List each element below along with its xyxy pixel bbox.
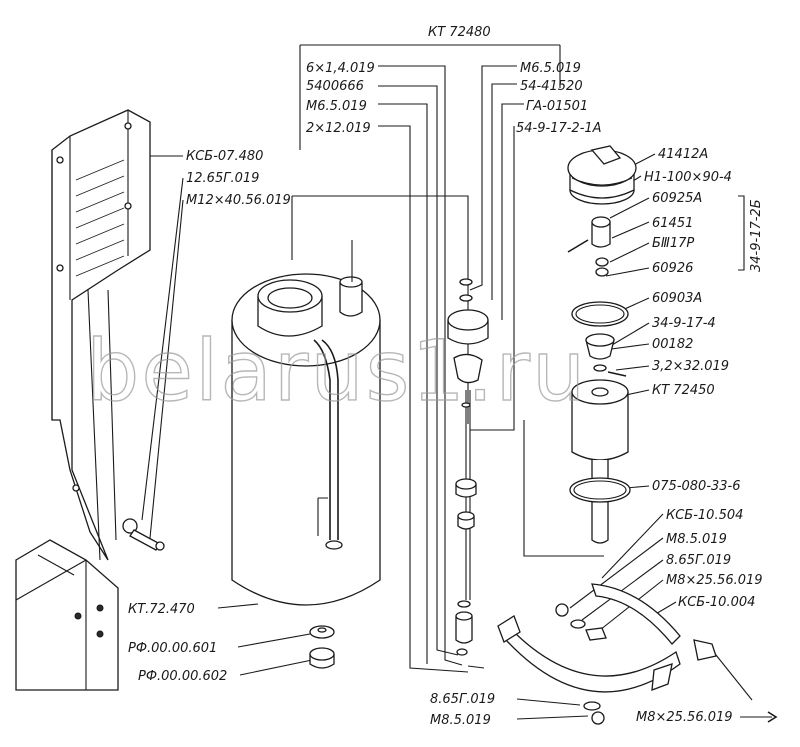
cap-parts bbox=[567, 216, 611, 277]
label-left1: КСБ-07.480 bbox=[186, 149, 263, 164]
bolt-m12 bbox=[122, 518, 165, 551]
label-r7: 60903А bbox=[652, 291, 702, 306]
tank-washers bbox=[309, 625, 335, 669]
label-group-left-3: М6.5.019 bbox=[306, 99, 367, 114]
filler-cap bbox=[567, 145, 637, 205]
label-left2: 12.65Г.019 bbox=[186, 171, 259, 186]
label-r12: 075-080-33-6 bbox=[652, 479, 741, 494]
label-group-left-2: 5400666 bbox=[306, 79, 364, 94]
group-bracket bbox=[738, 195, 745, 271]
label-group-mid-1: М6.5.019 bbox=[520, 61, 581, 76]
fuel-tank bbox=[231, 240, 381, 606]
label-tank: КТ.72.470 bbox=[128, 602, 195, 617]
strainer bbox=[571, 379, 629, 544]
label-bottom3: М8×25.56.019 bbox=[636, 710, 733, 725]
group-left-leaders bbox=[378, 65, 469, 673]
label-clamp5: КСБ-10.004 bbox=[678, 595, 755, 610]
label-r3: 60925А bbox=[652, 191, 702, 206]
label-group-mid-3: ГА-01501 bbox=[526, 99, 588, 114]
label-clamp4: М8×25.56.019 bbox=[666, 573, 763, 588]
label-group-left-1: 6×1,4.019 bbox=[306, 61, 375, 76]
label-r5: БⅢ17Р bbox=[652, 236, 694, 251]
label-r1: 41412А bbox=[658, 147, 708, 162]
label-r10: 3,2×32.019 bbox=[652, 359, 729, 374]
watermark-text: belarus1.ru bbox=[86, 322, 587, 420]
label-r6: 60926 bbox=[652, 261, 693, 276]
label-clamp1: КСБ-10.504 bbox=[666, 508, 743, 523]
label-group-mid-2: 54-41520 bbox=[520, 79, 583, 94]
label-group-mid-4: 54-9-17-2-1А bbox=[516, 121, 602, 136]
label-r11: КТ 72450 bbox=[652, 383, 715, 398]
valve-parts bbox=[585, 333, 627, 377]
label-group-left-4: 2×12.019 bbox=[306, 121, 371, 136]
clamp-fasteners bbox=[555, 603, 717, 725]
rf1-leader bbox=[237, 633, 311, 648]
mounting-bracket bbox=[51, 109, 151, 561]
filter-column bbox=[447, 278, 489, 669]
clamp-band bbox=[497, 583, 681, 693]
label-clamp3: 8.65Г.019 bbox=[666, 553, 731, 568]
snap-ring bbox=[571, 301, 629, 327]
label-left3: М12×40.56.019 bbox=[186, 193, 291, 208]
bottom-leaders bbox=[516, 649, 778, 723]
label-r2: Н1-100×90-4 bbox=[644, 170, 732, 185]
label-rf2: РФ.00.00.602 bbox=[138, 669, 227, 684]
clamp-leaders bbox=[569, 513, 677, 631]
assembly-label: КТ 72480 bbox=[428, 25, 491, 40]
left-leaders bbox=[141, 155, 184, 539]
frame-fragment bbox=[15, 539, 119, 691]
label-rf1: РФ.00.00.601 bbox=[128, 641, 217, 656]
group-mid-leaders bbox=[469, 65, 524, 431]
label-r9: 00182 bbox=[652, 337, 693, 352]
rf2-leader bbox=[239, 659, 313, 676]
label-bottom1: 8.65Г.019 bbox=[430, 692, 495, 707]
label-r4: 61451 bbox=[652, 216, 693, 231]
label-r8: 34-9-17-4 bbox=[652, 316, 716, 331]
tank-leader bbox=[217, 603, 259, 609]
assembly-connector bbox=[291, 195, 604, 557]
label-bracket-group: 34-9-17-2Б bbox=[749, 199, 764, 272]
label-clamp2: М8.5.019 bbox=[666, 532, 727, 547]
label-bottom2: М8.5.019 bbox=[430, 713, 491, 728]
assembly-bracket bbox=[299, 44, 561, 150]
o-ring bbox=[569, 477, 631, 503]
